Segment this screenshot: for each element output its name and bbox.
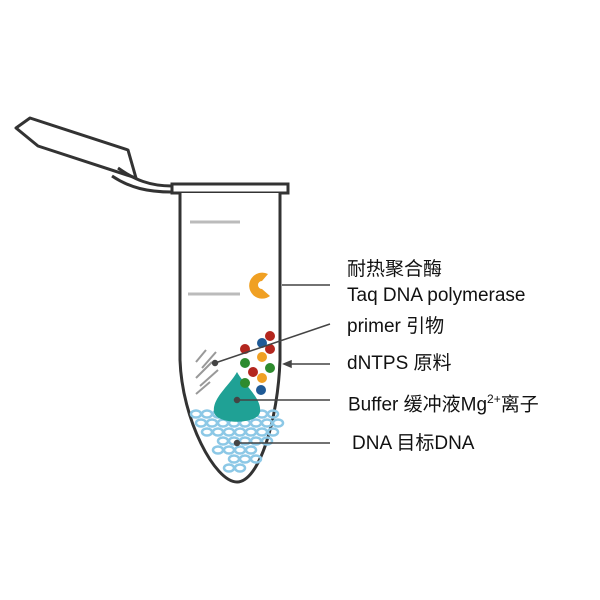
dntp-dot bbox=[240, 358, 250, 368]
dntp-dot bbox=[256, 385, 266, 395]
label-buffer-suffix: 离子 bbox=[500, 394, 539, 416]
dntp-dot bbox=[248, 367, 258, 377]
label-dna: DNA 目标DNA bbox=[352, 433, 475, 454]
pointer-dot bbox=[211, 359, 219, 367]
dntp-dot bbox=[257, 373, 267, 383]
arrow-head-icon bbox=[282, 359, 292, 369]
label-buffer-sup: 2+ bbox=[487, 392, 501, 406]
label-buffer: Buffer 缓冲液Mg2+离子 bbox=[348, 393, 539, 414]
pointer-dot bbox=[233, 439, 241, 447]
dntp-dot bbox=[265, 344, 275, 354]
dna-strand bbox=[233, 463, 247, 473]
taq-polymerase-icon bbox=[249, 272, 270, 299]
dntp-dots bbox=[240, 331, 275, 395]
primer-strands bbox=[195, 349, 219, 395]
tube-lid bbox=[14, 116, 173, 194]
dna-strand bbox=[266, 427, 280, 437]
dntp-dot bbox=[265, 363, 275, 373]
tube-rim bbox=[170, 182, 290, 195]
dna-strand bbox=[266, 409, 280, 419]
dna-strand bbox=[260, 436, 274, 446]
dntp-dot bbox=[265, 331, 275, 341]
pointer-dot bbox=[233, 396, 241, 404]
label-buffer-prefix: Buffer 缓冲液Mg bbox=[348, 394, 488, 416]
label-enzyme-cn: 耐热聚合酶 bbox=[347, 259, 443, 280]
dntp-dot bbox=[257, 352, 267, 362]
dna-strand bbox=[244, 445, 258, 455]
pointer-primer bbox=[214, 323, 331, 364]
label-dntps: dNTPS 原料 bbox=[347, 353, 452, 374]
label-primer: primer 引物 bbox=[347, 316, 445, 337]
dna-strand bbox=[249, 454, 263, 464]
label-enzyme-en: Taq DNA polymerase bbox=[347, 285, 526, 306]
dna-strand bbox=[271, 418, 285, 428]
dntp-dot bbox=[240, 378, 250, 388]
